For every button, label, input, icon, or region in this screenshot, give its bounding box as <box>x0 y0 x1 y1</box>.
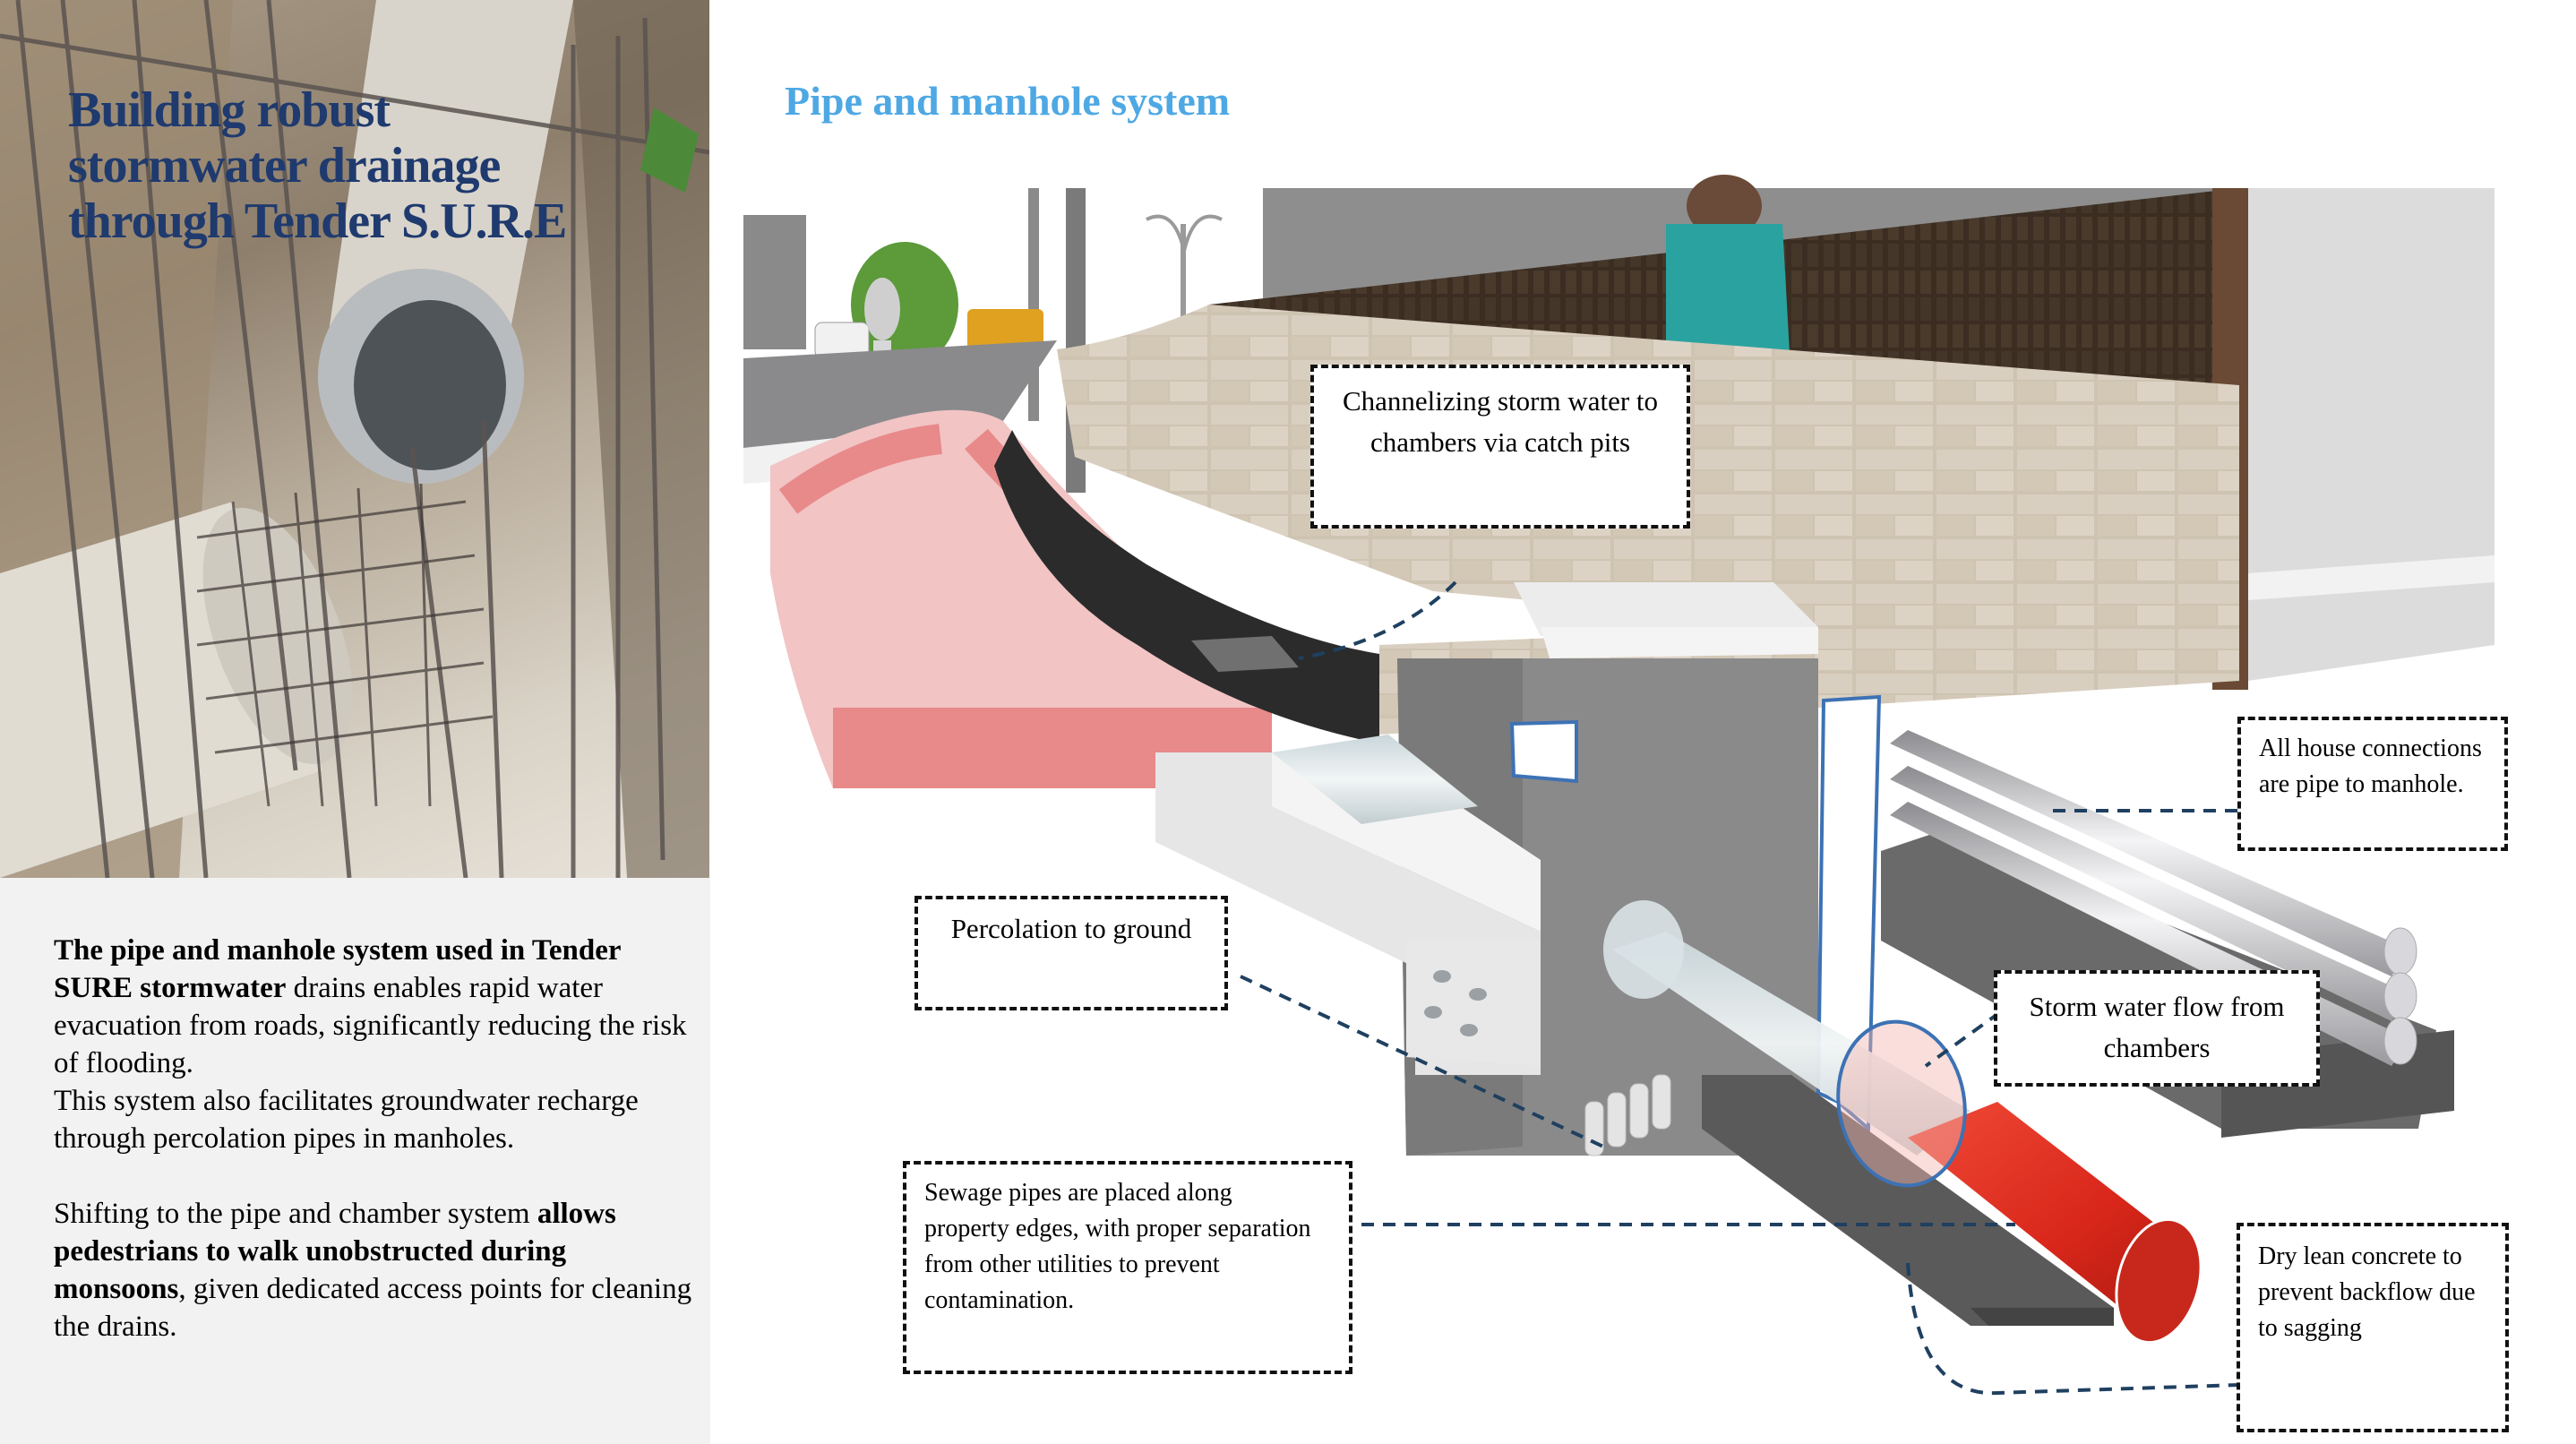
leader-lines <box>1240 580 2267 1396</box>
callout-percolation-text: Percolation to ground <box>950 913 1192 944</box>
leader-catch-pits <box>1298 580 1457 660</box>
description-text: The pipe and manhole system used in Tend… <box>54 932 699 1345</box>
callout-sewage-text: Sewage pipes are placed along property e… <box>924 1179 1311 1314</box>
construction-photo-illustration <box>0 0 709 878</box>
callout-house-connections-text: All house connections are pipe to manhol… <box>2259 735 2482 798</box>
leader-percolation <box>1240 975 1604 1148</box>
title-line-2: stormwater drainage <box>68 138 501 193</box>
callout-percolation: Percolation to ground <box>914 896 1228 1010</box>
leader-storm-flow <box>1924 1010 2002 1068</box>
title-line-3: through Tender S.U.R.E <box>68 193 567 249</box>
description-paragraph-1: The pipe and manhole system used in Tend… <box>54 932 699 1082</box>
description-panel <box>0 878 710 1444</box>
paragraph-3-emphasis: allows pedestrians to walk unobstructed … <box>54 1198 616 1305</box>
construction-photo <box>0 0 709 878</box>
underground-structures <box>1155 658 2454 1345</box>
callout-house-connections: All house connections are pipe to manhol… <box>2237 717 2508 851</box>
paragraph-3-end: , given dedicated access points for clea… <box>54 1273 692 1343</box>
leader-dry-lean-concrete <box>1906 1262 2267 1396</box>
paragraph-1-body: drains enables rapid water evacuation fr… <box>54 972 687 1079</box>
callout-sewage: Sewage pipes are placed along property e… <box>903 1161 1352 1374</box>
description-paragraph-2: This system also facilitates groundwater… <box>54 1085 639 1155</box>
callout-catch-pits-text: Channelizing storm water to chambers via… <box>1342 385 1659 458</box>
title-line-1: Building robust <box>68 82 391 138</box>
callout-storm-flow-text: Storm water flow from chambers <box>2029 991 2285 1063</box>
callout-dry-lean-concrete-text: Dry lean concrete to prevent backflow du… <box>2258 1242 2476 1342</box>
callout-storm-flow: Storm water flow from chambers <box>1994 970 2320 1087</box>
paragraph-1-emphasis: The pipe and manhole system used in Tend… <box>54 934 621 1004</box>
section-title: Pipe and manhole system <box>785 78 1231 124</box>
callout-catch-pits: Channelizing storm water to chambers via… <box>1310 365 1690 529</box>
description-paragraph-3: Shifting to the pipe and chamber system … <box>54 1195 699 1345</box>
callout-dry-lean-concrete: Dry lean concrete to prevent backflow du… <box>2237 1223 2509 1432</box>
paragraph-3-start: Shifting to the pipe and chamber system <box>54 1198 537 1230</box>
page-title: Building robust stormwater drainage thro… <box>68 82 677 249</box>
